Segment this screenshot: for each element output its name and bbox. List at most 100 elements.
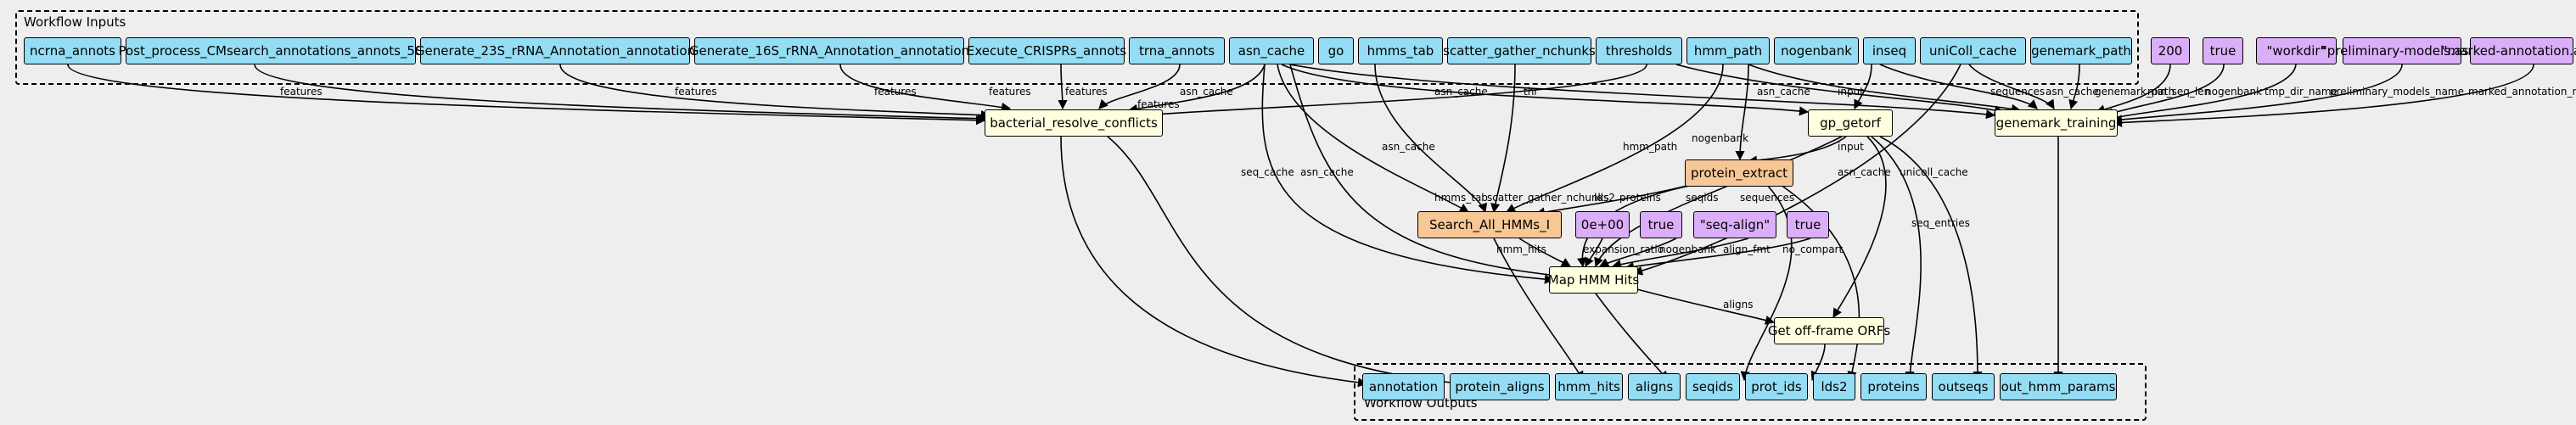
label-asn-cache-2: asn_cache	[1434, 86, 1488, 98]
label-features-2: features	[675, 86, 717, 98]
edge-gpgetorf-map	[1594, 136, 1843, 268]
edge-search-map	[1518, 238, 1571, 267]
output-prot-ids[interactable]: prot_ids	[1745, 373, 1808, 400]
edge-inseq-gpgetorf	[1854, 64, 1872, 110]
label-seq-cache: seq_cache	[1241, 166, 1294, 178]
edge-gpgetorf-offframe	[1832, 136, 1887, 318]
input-nogenbank[interactable]: nogenbank	[1774, 37, 1859, 64]
input-scatter-gather-nchunks[interactable]: scatter_gather_nchunks	[1443, 37, 1596, 64]
workflow-outputs-cluster	[1354, 363, 2147, 421]
output-proteins[interactable]: proteins	[1860, 373, 1927, 400]
label-scatter-gather-nchunks: scatter_gather_nchunks	[1487, 192, 1609, 204]
const-true-1: true	[2203, 37, 2243, 64]
label-thr: thr	[1524, 86, 1539, 98]
edge-23s-bacterial	[559, 64, 991, 120]
output-lds2[interactable]: lds2	[1813, 373, 1855, 400]
label-no-compart: no_compart	[1782, 243, 1844, 255]
label-aligns: aligns	[1723, 299, 1754, 310]
edge-workdir-genemark	[2107, 64, 2297, 122]
output-aligns[interactable]: aligns	[1628, 373, 1681, 400]
label-features-6: features	[1137, 98, 1180, 110]
step-search-all-hmms[interactable]: Search_All_HMMs_I	[1417, 211, 1562, 238]
output-protein-aligns[interactable]: protein_aligns	[1450, 373, 1550, 400]
edge-seqalign-map	[1611, 238, 1749, 269]
label-proteins: proteins	[1619, 192, 1661, 204]
input-inseq[interactable]: inseq	[1863, 37, 1916, 64]
label-hmm-path: hmm_path	[1623, 141, 1678, 153]
input-unicoll-cache[interactable]: uniColl_cache	[1920, 37, 2026, 64]
edge-marked-genemark	[2112, 64, 2534, 128]
const-0e00: 0e+00	[1575, 211, 1630, 238]
const-preliminary-models: "preliminary-models.asn"	[2321, 37, 2483, 64]
const-true-2: true	[1640, 211, 1682, 238]
output-outseqs[interactable]: outseqs	[1932, 373, 1995, 400]
step-map-hmm-hits[interactable]: Map HMM Hits	[1548, 266, 1639, 294]
label-asn-cache-7: asn_cache	[1838, 166, 1891, 178]
label-asn-cache-5: asn_cache	[1382, 141, 1435, 153]
label-input-1: input	[1838, 86, 1864, 98]
step-bacterial-resolve-conflicts[interactable]: bacterial_resolve_conflicts	[985, 109, 1163, 137]
step-protein-extract[interactable]: protein_extract	[1685, 159, 1793, 187]
edge-bacterial-annotation	[1060, 136, 1368, 388]
input-thresholds[interactable]: thresholds	[1596, 37, 1682, 64]
input-hmms-tab[interactable]: hmms_tab	[1358, 37, 1443, 64]
label-nogenbank-2: nogenbank	[1692, 132, 1749, 144]
input-generate-23s[interactable]: Generate_23S_rRNA_Annotation_annotation	[415, 37, 695, 64]
label-features-3: features	[874, 86, 917, 98]
edge-gpgetorf-outseqs	[1879, 136, 1983, 382]
edge-asn-gpgetorf	[1281, 64, 1810, 116]
step-genemark-training[interactable]: genemark_training	[1995, 109, 2118, 137]
input-genemark-path[interactable]: genemark_path	[2030, 37, 2132, 64]
edge-map-offframe	[1633, 288, 1776, 325]
input-trna-annots[interactable]: trna_annots	[1129, 37, 1225, 64]
label-hmm-hits: hmm_hits	[1496, 243, 1546, 255]
label-min-seq-len: min_seq_len	[2147, 86, 2211, 98]
edge-ncrna-bacterial	[67, 64, 986, 126]
const-true-3: true	[1787, 211, 1829, 238]
output-seqids[interactable]: seqids	[1686, 373, 1740, 400]
label-tmp-dir-name: tmp_dir_name	[2265, 86, 2337, 98]
label-seq-entries: seq_entries	[1911, 217, 1970, 229]
label-features-4: features	[989, 86, 1031, 98]
edge-hmmpath-search	[1506, 64, 1724, 213]
label-features-1: features	[280, 86, 323, 98]
input-asn-cache[interactable]: asn_cache	[1229, 37, 1314, 64]
output-hmm-hits[interactable]: hmm_hits	[1555, 373, 1623, 400]
edge-scatter-search	[1490, 64, 1516, 214]
label-align-fmt: align_fmt	[1723, 243, 1771, 255]
label-asn-cache-1: asn_cache	[1180, 86, 1233, 98]
step-get-offframe-orfs[interactable]: Get off-frame ORFs	[1768, 317, 1890, 344]
label-hmms-tab: hmms_tab	[1434, 192, 1488, 204]
edge-genemarkpath-genemark	[2068, 64, 2080, 110]
edge-asn-map	[1289, 64, 1559, 280]
label-asn-cache-6: asn_cache	[1300, 166, 1354, 178]
input-execute-crisprs[interactable]: Execute_CRISPRs_annots	[967, 37, 1126, 64]
edge-crispr-bacterial	[1058, 64, 1068, 110]
step-gp-getorf[interactable]: gp_getorf	[1808, 109, 1893, 137]
label-seqids: seqids	[1686, 192, 1719, 204]
input-ncrna-annots[interactable]: ncrna_annots	[24, 37, 121, 64]
const-200: 200	[2151, 37, 2190, 64]
edge-postproc-bacterial	[254, 64, 988, 124]
input-generate-16s[interactable]: Generate_16S_rRNA_Annotation_annotation	[689, 37, 969, 64]
output-annotation[interactable]: annotation	[1362, 373, 1445, 400]
label-asn-cache-4: asn_cache	[2046, 86, 2099, 98]
edge-0e00-map	[1585, 238, 1603, 268]
label-sequences-1: sequences	[1990, 86, 2046, 98]
input-hmm-path[interactable]: hmm_path	[1686, 37, 1770, 64]
edge-trna-bacterial	[1098, 64, 1181, 109]
label-preliminary-models-name: preliminary_models_name	[2330, 86, 2465, 98]
edge-true1-genemark	[2103, 64, 2225, 117]
edge-asn-bacterial	[1127, 64, 1266, 114]
label-asn-cache-3: asn_cache	[1757, 86, 1810, 98]
label-nogenbank-1: nogenbank	[2205, 86, 2263, 98]
label-unicoll-cache: unicoll_cache	[1900, 166, 1968, 178]
edge-true2-map	[1599, 238, 1677, 267]
edge-search-hmmhits	[1493, 238, 1584, 381]
workflow-inputs-title: Workflow Inputs	[24, 14, 126, 30]
output-out-hmm-params[interactable]: out_hmm_params	[2000, 373, 2117, 400]
edge-16s-bacterial	[839, 64, 1012, 112]
input-go[interactable]: go	[1318, 37, 1354, 64]
input-post-process-cmsearch[interactable]: Post_process_CMsearch_annotations_annots…	[119, 37, 423, 64]
